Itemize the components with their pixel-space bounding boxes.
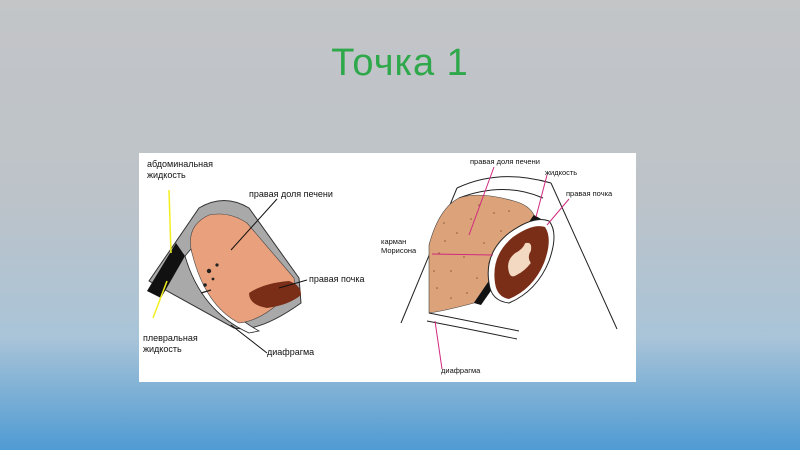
right-diaphragm-pointer — [434, 320, 443, 370]
left-diaphragm-pointer — [230, 324, 268, 354]
slide-title: Точка 1 — [331, 42, 469, 84]
right-kidney-pointer — [546, 198, 570, 226]
label-left-diaphragm: диафрагма — [267, 347, 315, 357]
label-right-right-kidney: правая почка — [566, 189, 613, 198]
label-right-diaphragm: диафрагма — [441, 366, 481, 375]
left-liver-dot — [203, 283, 207, 287]
label-pleural-fluid: плевральная жидкость — [143, 333, 198, 354]
ultrasound-diagrams — [147, 166, 618, 370]
right-liver-texture — [433, 204, 510, 299]
left-liver-dot — [215, 263, 219, 267]
right-diaphragm-line-2 — [426, 320, 518, 340]
left-liver-dot — [211, 277, 215, 281]
right-morison-pointer — [431, 253, 494, 256]
ultrasound-figure: абдоминальная жидкость правая доля печен… — [139, 153, 636, 382]
left-kidney-pointer — [278, 279, 308, 289]
right-probe-arc-inner — [458, 189, 544, 199]
right-diaphragm-line — [428, 312, 520, 332]
label-abdominal-fluid: абдоминальная жидкость — [147, 159, 213, 180]
left-kidney — [249, 281, 301, 308]
label-right-fluid: жидкость — [545, 168, 578, 177]
left-liver-dot — [206, 268, 212, 274]
left-diagram — [147, 189, 308, 354]
label-left-right-kidney: правая почка — [309, 274, 365, 284]
left-pleural-fluid-pointer — [152, 280, 168, 319]
right-sector-right-edge — [550, 182, 618, 330]
right-probe-arc-outer — [456, 176, 552, 189]
right-liver-pointer — [468, 166, 495, 236]
label-right-right-liver-lobe: правая доля печени — [470, 157, 540, 166]
left-liver-vessel — [200, 289, 212, 294]
left-liver-pointer — [230, 198, 278, 251]
right-fluid-pointer — [535, 174, 548, 218]
left-abdominal-fluid — [147, 243, 185, 298]
label-left-right-liver-lobe: правая доля печени — [249, 189, 333, 199]
label-morison-pouch: карман Морисона — [381, 237, 417, 255]
right-kidney-sinus — [507, 242, 532, 277]
left-abdominal-fluid-pointer — [168, 189, 172, 254]
right-diagram — [400, 166, 618, 370]
